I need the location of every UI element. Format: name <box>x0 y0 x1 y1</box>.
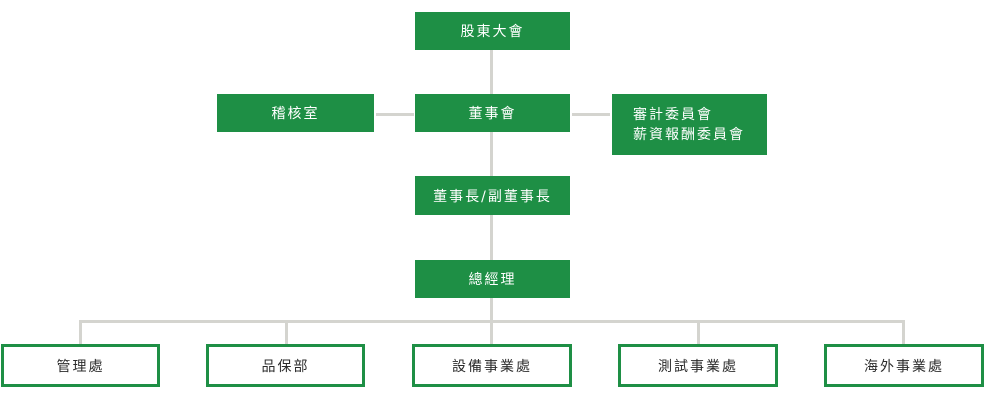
shareholders-meeting-box: 股東大會 <box>415 12 570 50</box>
department-box-equipment-business: 設備事業處 <box>412 344 572 387</box>
remuneration-committee-label: 薪資報酬委員會 <box>633 126 745 143</box>
connector-bus-department-5 <box>902 320 905 344</box>
connector-board-chairman <box>490 132 493 176</box>
board-of-directors-box: 董事會 <box>415 94 570 132</box>
connector-gm-bus <box>490 298 493 321</box>
department-box-management: 管理處 <box>1 344 160 387</box>
audit-committee-label: 審計委員會 <box>633 106 713 123</box>
connector-bus-department-4 <box>697 320 700 344</box>
connector-audit-board <box>376 113 414 116</box>
department-box-testing-business: 測試事業處 <box>618 344 778 387</box>
connector-bus-department-3 <box>490 320 493 344</box>
department-box-overseas-business: 海外事業處 <box>824 344 984 387</box>
chairman-box: 董事長/副董事長 <box>415 176 570 215</box>
connector-bus-department-1 <box>79 320 82 344</box>
connector-bus-department-2 <box>285 320 288 344</box>
committees-box: 審計委員會 薪資報酬委員會 <box>612 94 767 155</box>
connector-chairman-gm <box>490 215 493 260</box>
department-box-quality-assurance: 品保部 <box>206 344 365 387</box>
connector-shareholders-board <box>490 50 493 94</box>
audit-office-box: 稽核室 <box>217 94 374 132</box>
connector-board-committees <box>572 113 610 116</box>
general-manager-box: 總經理 <box>415 260 570 298</box>
